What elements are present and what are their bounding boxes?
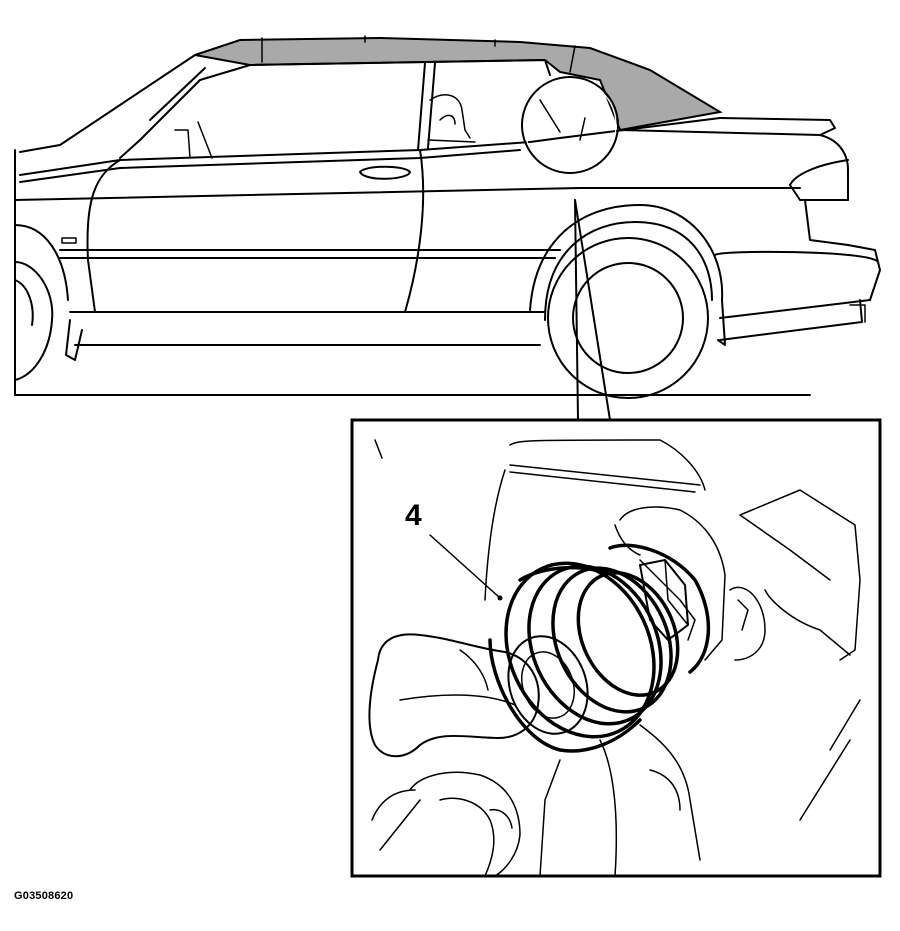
soft-top-roof <box>194 36 723 132</box>
leader-lines <box>574 199 611 421</box>
grommet <box>488 543 711 753</box>
callout-number-4: 4 <box>405 499 422 532</box>
detail-inset: 4 <box>350 418 882 878</box>
detail-circle <box>521 76 619 174</box>
car-side-view <box>14 35 881 399</box>
figure-code: G03508620 <box>14 890 74 902</box>
callout-4-leader <box>429 534 501 599</box>
